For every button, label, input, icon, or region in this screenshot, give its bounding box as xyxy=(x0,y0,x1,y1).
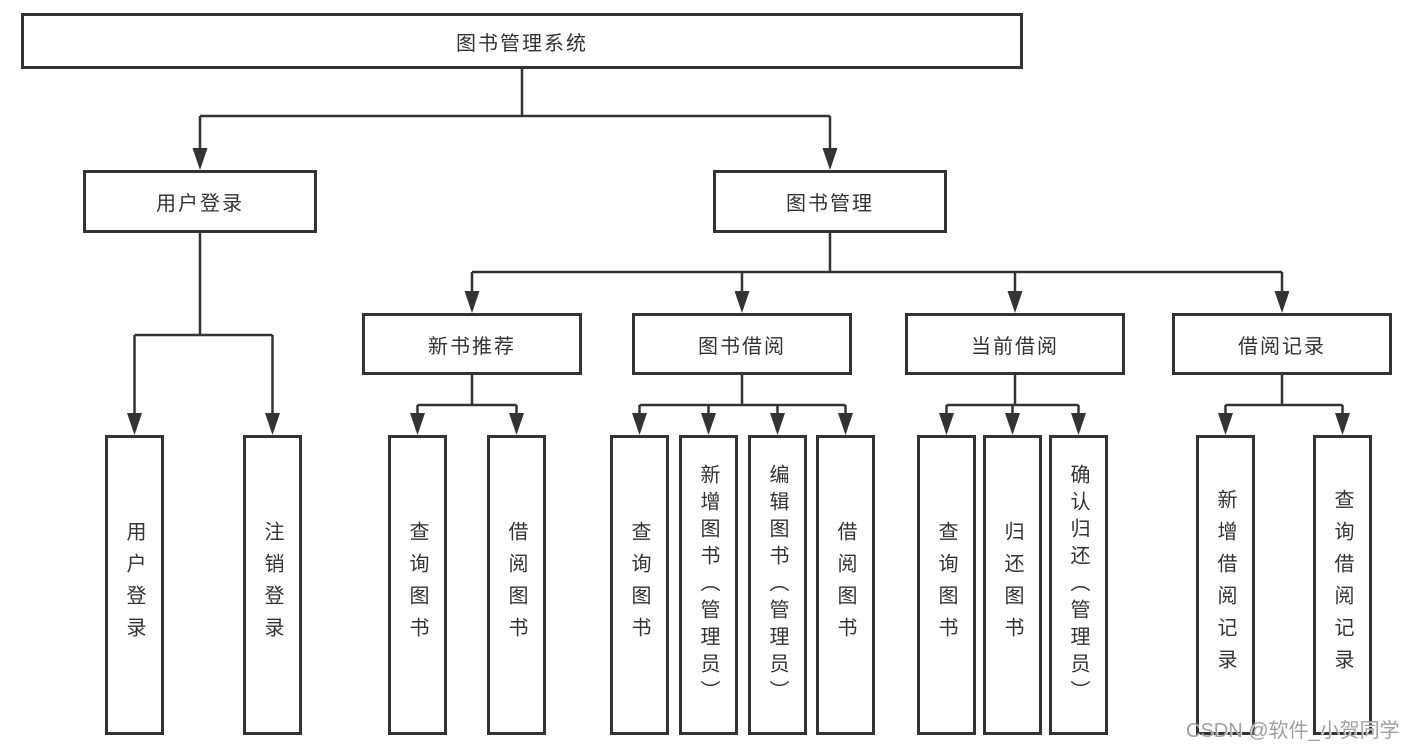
node-user-login: 用户登录 xyxy=(83,170,317,233)
leaf-current-return-books: 归还图书 xyxy=(983,435,1042,735)
leaf-borrow-edit-books-admin: 编辑图书（管理员） xyxy=(748,435,807,735)
leaf-borrow-query-books: 查询图书 xyxy=(610,435,669,735)
leaf-newbook-borrow-books: 借阅图书 xyxy=(487,435,546,735)
node-book-borrowing: 图书借阅 xyxy=(632,313,852,375)
leaf-records-add-borrow-record: 新增借阅记录 xyxy=(1196,435,1255,735)
csdn-watermark: CSDN @软件_小贺同学 xyxy=(1186,720,1400,742)
leaf-current-confirm-return-admin: 确认归还（管理员） xyxy=(1049,435,1108,735)
node-current-borrowing: 当前借阅 xyxy=(905,313,1125,375)
leaf-newbook-query-books: 查询图书 xyxy=(388,435,447,735)
node-new-book-recommendation: 新书推荐 xyxy=(362,313,582,375)
leaf-borrow-borrow-books: 借阅图书 xyxy=(816,435,875,735)
node-book-management: 图书管理 xyxy=(713,170,947,233)
node-borrowing-records: 借阅记录 xyxy=(1172,313,1392,375)
node-library-management-system: 图书管理系统 xyxy=(21,13,1023,69)
leaf-user-login: 用户登录 xyxy=(105,435,164,735)
leaf-logout: 注销登录 xyxy=(243,435,302,735)
leaf-borrow-add-books-admin: 新增图书（管理员） xyxy=(679,435,738,735)
leaf-current-query-books: 查询图书 xyxy=(917,435,976,735)
leaf-records-query-borrow-record: 查询借阅记录 xyxy=(1313,435,1372,735)
